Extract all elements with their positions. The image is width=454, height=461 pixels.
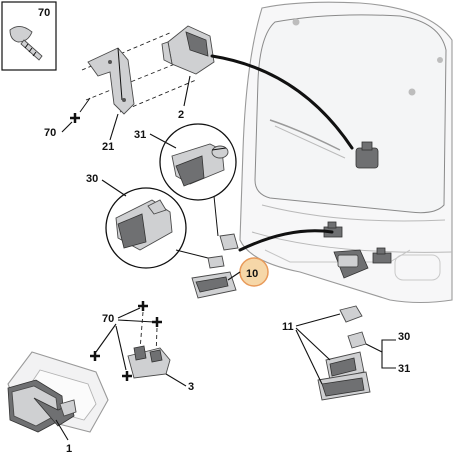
handle-plate-1 [7,351,109,433]
callout-30-right: 30 [398,331,410,343]
tailgate-door [239,1,453,304]
cross-marker-70-a [138,301,148,311]
callout-30-top: 30 [86,173,98,185]
bracket-3 [127,345,171,379]
callout-31-top: 31 [134,129,146,141]
callout-1: 1 [66,443,72,455]
handle-switch-10 [191,233,239,299]
rear-window [254,14,447,214]
callout-3: 3 [188,381,194,393]
callout-70-box: 70 [38,7,50,19]
handle-bracket-right [372,247,392,264]
switch-link-cable [238,229,334,252]
lock-assembly [79,25,354,150]
window-hinge [355,141,379,169]
callout-11: 11 [282,321,294,333]
handle-switch-mounted [333,249,369,279]
callout-70-left: 70 [44,127,56,139]
callout-2: 2 [178,109,184,121]
bracket-21 [87,47,135,115]
cross-marker-70-c [90,351,100,361]
handle-assembly-11 [317,305,371,401]
callout-21: 21 [102,141,114,153]
screw-icon [9,26,43,61]
callout-31-right: 31 [398,363,410,375]
callout-70-bottom: 70 [102,313,114,325]
lock-2 [161,25,215,75]
callout-10: 10 [246,268,258,280]
screw-box: 70 [1,1,57,71]
detail-view-31 [159,123,237,201]
cross-marker-70-left [70,113,80,123]
lock-link-cable [210,54,354,150]
cross-marker-70-d [122,371,132,381]
detail-view-30 [105,187,187,269]
